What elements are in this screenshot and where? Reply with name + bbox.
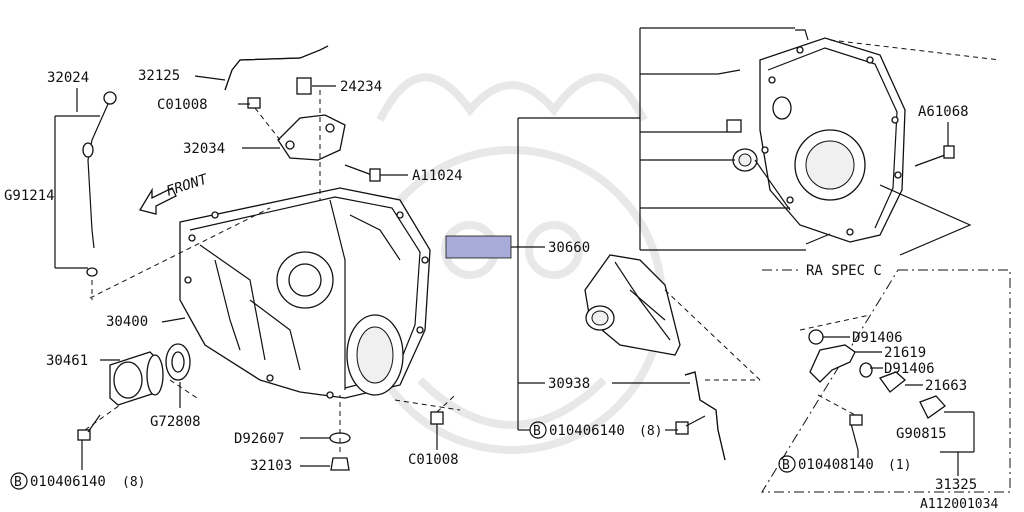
bracket-32034	[277, 114, 346, 161]
right-leader-lines	[639, 27, 972, 256]
clutch-housing	[759, 37, 1001, 243]
label-bolt-right-qty: (1)	[888, 458, 911, 473]
label-32125: 32125	[138, 68, 180, 84]
bolt-symbol-left	[10, 472, 28, 490]
label-c01008-bottom: C01008	[408, 452, 459, 468]
pipe-30938	[684, 371, 726, 461]
left-guide-lines	[84, 90, 461, 452]
ra-spec-parts	[799, 314, 946, 451]
cover-30461	[109, 351, 164, 406]
label-d91406-a: D91406	[852, 330, 903, 346]
label-32024: 32024	[47, 70, 89, 86]
label-d91406-b: D91406	[884, 361, 935, 377]
middle-leader-lines	[511, 117, 690, 431]
middle-guides	[664, 289, 761, 381]
label-g72808: G72808	[150, 414, 201, 430]
label-bolt-mid: 010406140	[549, 423, 625, 439]
label-32034: 32034	[183, 141, 225, 157]
label-bolt-right: 010408140	[798, 457, 874, 473]
label-24234: 24234	[340, 79, 382, 95]
label-30461: 30461	[46, 353, 88, 369]
label-a61068: A61068	[918, 104, 969, 120]
bolt-symbol-mid-letter: B	[533, 424, 541, 439]
label-g91214: G91214	[4, 188, 55, 204]
bolt-symbol-mid	[529, 421, 547, 439]
left-leader-lines	[54, 75, 438, 470]
nut-c01008-bottom	[430, 411, 444, 425]
ra-spec-leader-lines	[823, 336, 975, 476]
transmission-case	[179, 187, 431, 399]
bolt-symbol-right	[778, 455, 796, 473]
label-bolt-left-qty: (8)	[122, 475, 145, 490]
label-21663: 21663	[925, 378, 967, 394]
label-bolt-left: 010406140	[30, 474, 106, 490]
label-d92607: D92607	[234, 431, 285, 447]
highlight-30660	[445, 235, 512, 259]
clip-24234	[296, 77, 312, 95]
label-31325: 31325	[935, 477, 977, 493]
plug-32103	[330, 457, 350, 471]
bolt-symbol-left-letter: B	[14, 475, 22, 490]
label-30660: 30660	[548, 240, 590, 256]
label-bolt-mid-qty: (8)	[639, 424, 662, 439]
label-32103: 32103	[250, 458, 292, 474]
right-small-parts	[717, 29, 831, 245]
bolt-symbol-right-letter: B	[782, 458, 790, 473]
bolt-middle	[675, 415, 706, 435]
bolt-a11024	[344, 164, 381, 182]
label-30938: 30938	[548, 376, 590, 392]
label-a11024: A11024	[412, 168, 463, 184]
label-ra-spec-c: RA SPEC C	[806, 263, 882, 279]
label-30400: 30400	[106, 314, 148, 330]
label-g90815: G90815	[896, 426, 947, 442]
dipstick-32024	[82, 91, 117, 277]
bolt-a61068	[914, 145, 955, 167]
nut-c01008-top	[247, 97, 261, 109]
diagram-id: A112001034	[920, 497, 998, 512]
front-arrow	[138, 187, 177, 215]
label-c01008-top: C01008	[157, 97, 208, 113]
label-front: FRONT	[164, 171, 211, 200]
ra-spec-c-box	[761, 269, 1011, 493]
label-21619: 21619	[884, 345, 926, 361]
extension-housing-30660	[584, 254, 681, 356]
